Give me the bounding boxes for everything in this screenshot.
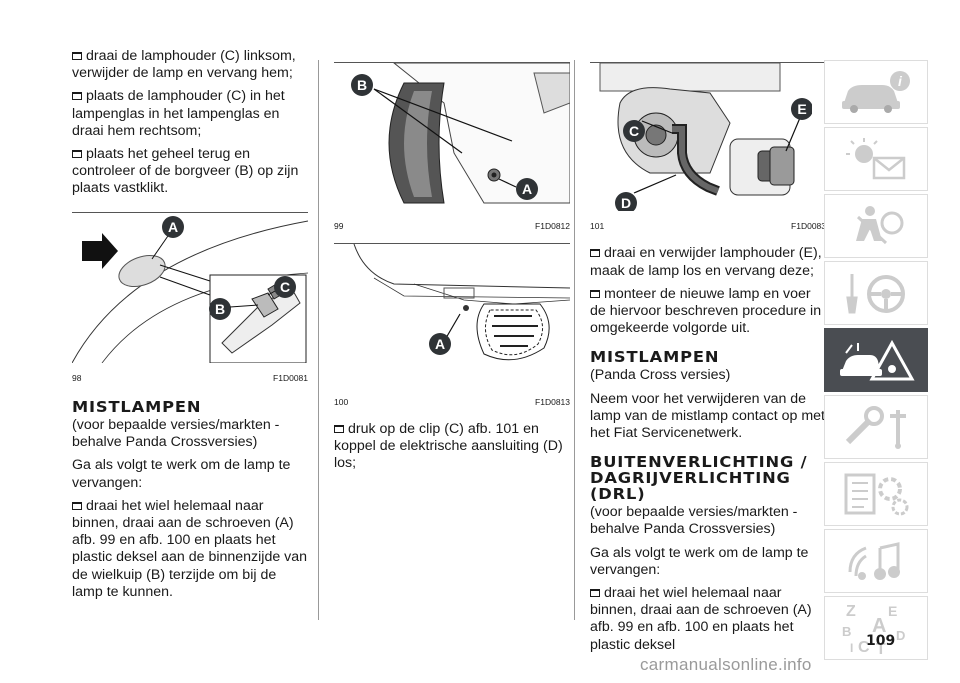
figure-98-illustration: A C B: [71, 215, 309, 364]
svg-text:E: E: [888, 603, 897, 619]
figure-caption: 99 F1D0812: [334, 218, 570, 235]
tab-safety[interactable]: [824, 194, 928, 258]
bullet-item: draai het wiel helemaal naar binnen, dra…: [72, 497, 308, 600]
paragraph: (voor bepaalde versies/markten - behalve…: [72, 417, 280, 451]
bullet-icon: [334, 424, 344, 433]
tab-emergency[interactable]: [824, 328, 928, 392]
svg-text:C: C: [858, 639, 870, 656]
tab-index[interactable]: Z E A B D C T I: [824, 596, 928, 660]
tab-car-info[interactable]: i: [824, 60, 928, 124]
column-divider: [318, 60, 319, 620]
figure-99-illustration: B A: [334, 62, 571, 211]
figure-number: 100: [334, 396, 349, 407]
driving-icon: [846, 274, 905, 314]
technical-data-icon: [844, 473, 909, 516]
label-a: A: [435, 336, 445, 352]
label-c: C: [629, 123, 639, 139]
figure-100-illustration: A: [353, 244, 571, 361]
bullet-icon: [72, 92, 82, 101]
tab-driving[interactable]: [824, 261, 928, 325]
label-a: A: [168, 219, 178, 235]
tab-technical-data[interactable]: [824, 462, 928, 526]
column-3: C D E 101 F1D0083 draai en verwijder lam…: [590, 62, 826, 660]
svg-text:A: A: [872, 615, 886, 637]
bullet-item: draai de lamphouder (C) linksom, verwijd…: [72, 48, 296, 82]
section-heading: BUITENVERLICHTING / DAGRIJVERLICHTING (D…: [590, 453, 808, 504]
bullet-item: plaats het geheel terug en controleer of…: [72, 146, 299, 197]
bullet-icon: [590, 249, 600, 258]
bullet-item: draai en verwijder lamphouder (E), maak …: [590, 245, 822, 279]
figure-code: F1D0081: [273, 372, 308, 383]
bullet-icon: [72, 52, 82, 60]
label-d: D: [621, 195, 631, 211]
svg-text:B: B: [842, 624, 851, 639]
figure-99: B A 99 F1D0812: [334, 62, 571, 235]
safety-icon: [856, 206, 904, 245]
bullet-item: plaats de lamphouder (C) in het lampengl…: [72, 88, 285, 139]
label-b: B: [215, 301, 225, 317]
tab-maintenance[interactable]: [824, 395, 928, 459]
warning-lights-icon: [846, 138, 906, 180]
bullet-icon: [590, 289, 600, 298]
watermark: carmanualsonline.info: [640, 655, 812, 674]
bullet-icon: [72, 150, 82, 159]
figure-code: F1D0812: [535, 221, 570, 232]
paragraph: Neem voor het verwijderen van de lamp va…: [590, 390, 825, 442]
index-icon: Z E A B D C T I: [842, 603, 905, 656]
section-heading: MISTLAMPEN: [590, 348, 720, 367]
column-1: draai de lamphouder (C) linksom, verwijd…: [71, 48, 309, 607]
paragraph: Ga als volgt te werk om de lamp te verva…: [72, 457, 291, 491]
svg-text:T: T: [876, 641, 886, 656]
figure-101: C D E 101 F1D0083: [590, 62, 826, 235]
maintenance-icon: [845, 406, 906, 449]
label-b: B: [357, 77, 367, 93]
figure-number: 99: [334, 221, 344, 232]
paragraph: (voor bepaalde versies/markten - behalve…: [590, 504, 798, 538]
tab-warning-lights[interactable]: [824, 127, 928, 191]
label-a: A: [522, 181, 532, 197]
figure-100: A 100 F1D0813: [334, 243, 571, 411]
figure-number: 98: [72, 372, 82, 383]
multimedia-icon: [848, 542, 900, 580]
bullet-item: monteer de nieuwe lamp en voer de hiervo…: [590, 285, 822, 337]
bullet-item: druk op de clip (C) afb. 101 en koppel d…: [334, 420, 563, 472]
paragraph: (Panda Cross versies): [590, 367, 731, 384]
emergency-icon: [840, 339, 915, 381]
figure-code: F1D0813: [535, 396, 570, 407]
bullet-item: draai het wiel helemaal naar binnen, dra…: [590, 585, 812, 653]
page-number: 109: [866, 633, 896, 649]
column-2: B A 99 F1D0812 A 100 F1D0813 druk op de: [334, 62, 571, 478]
paragraph: Ga als volgt te werk om de lamp te verva…: [590, 544, 809, 578]
figure-caption: 100 F1D0813: [334, 394, 570, 411]
figure-number: 101: [590, 221, 605, 232]
bullet-icon: [590, 589, 600, 598]
figure-code: F1D0083: [791, 221, 826, 232]
car-info-icon: i: [842, 71, 910, 113]
column-divider: [574, 60, 575, 620]
chapter-sidebar: i: [824, 60, 928, 663]
svg-text:Z: Z: [846, 603, 856, 620]
label-e: E: [797, 101, 806, 117]
svg-text:I: I: [850, 641, 853, 655]
label-c: C: [280, 279, 290, 295]
svg-text:D: D: [896, 628, 905, 643]
figure-caption: 101 F1D0083: [590, 218, 826, 235]
figure-98: A C B 98 F1D0081: [71, 211, 309, 387]
section-heading: MISTLAMPEN: [72, 398, 202, 417]
svg-text:i: i: [898, 73, 903, 89]
figure-101-illustration: C D E: [590, 62, 813, 214]
figure-caption: 98 F1D0081: [72, 370, 308, 387]
bullet-icon: [72, 501, 82, 510]
tab-multimedia[interactable]: [824, 529, 928, 593]
